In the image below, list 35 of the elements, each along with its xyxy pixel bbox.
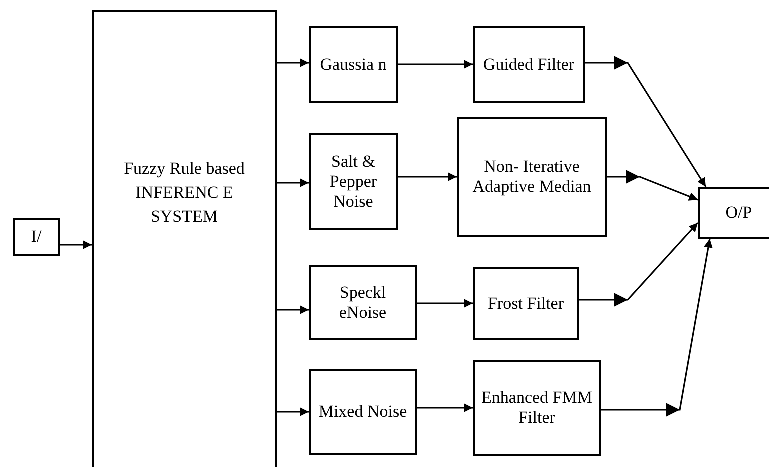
arrow — [277, 178, 309, 188]
box-label: Guided Filter — [482, 54, 576, 74]
process-box — [473, 267, 579, 340]
process-box — [13, 218, 60, 256]
box-label: Frost Filter — [486, 294, 566, 314]
box-label: I/ — [30, 227, 43, 247]
process-box — [457, 117, 607, 237]
arrow — [277, 58, 309, 68]
arrow — [60, 240, 92, 250]
arrow — [417, 404, 473, 412]
arrow — [277, 408, 309, 416]
arrow — [417, 299, 473, 308]
box-label: Gaussia n — [319, 54, 388, 74]
box-label: O/P — [724, 203, 754, 223]
process-box — [309, 133, 398, 230]
box-label: Fuzzy Rule based INFERENC E SYSTEM — [123, 158, 246, 228]
process-box — [473, 26, 585, 103]
arrow — [601, 238, 713, 417]
arrow — [579, 222, 699, 307]
arrow — [398, 172, 457, 182]
arrow — [277, 306, 309, 314]
box-label: Enhanced FMM Filter — [480, 388, 594, 428]
box-label: Mixed Noise — [318, 402, 408, 422]
process-box — [309, 265, 417, 340]
arrow — [585, 56, 707, 188]
box-label: Speckl eNoise — [338, 282, 388, 322]
process-box — [92, 10, 277, 467]
process-box — [698, 187, 769, 239]
arrow — [607, 170, 698, 201]
box-label: Non- Iterative Adaptive Median — [472, 157, 592, 197]
process-box — [309, 369, 417, 455]
box-label: Salt & Pepper Noise — [328, 152, 378, 212]
arrow — [398, 60, 473, 69]
process-box — [309, 26, 398, 103]
process-box — [473, 360, 601, 456]
